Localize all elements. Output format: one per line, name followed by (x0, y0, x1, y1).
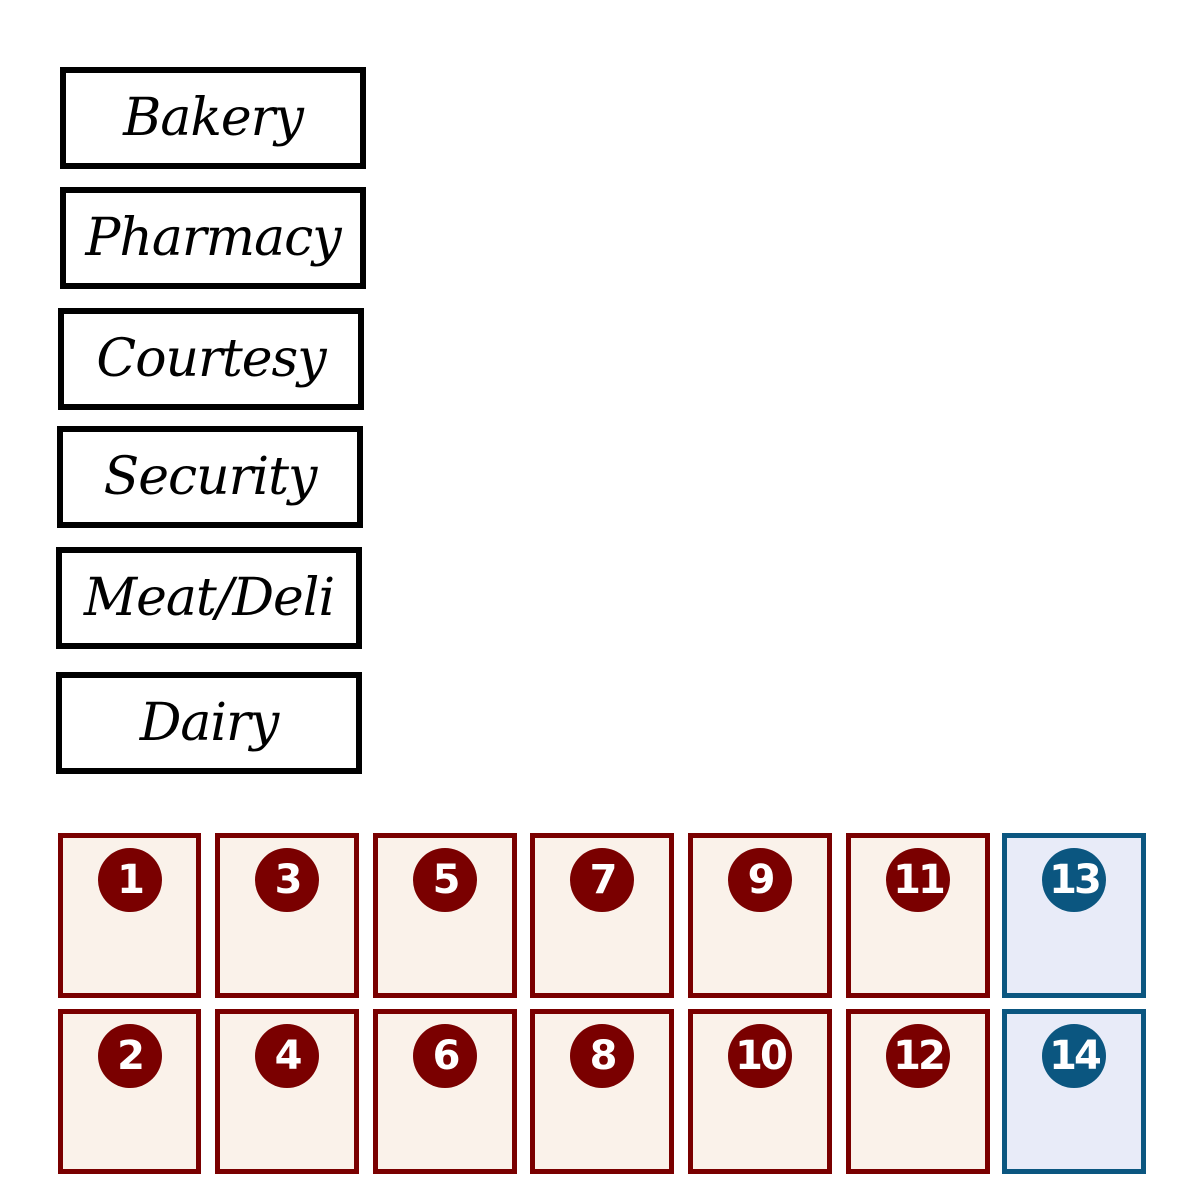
lane-number-badge: 5 (413, 848, 477, 912)
lane-number-badge: 3 (255, 848, 319, 912)
lane-number-badge: 11 (886, 848, 950, 912)
checkout-lane-10[interactable]: 10 (688, 1009, 832, 1174)
checkout-lane-14[interactable]: 14 (1002, 1009, 1146, 1174)
lane-number-badge: 7 (570, 848, 634, 912)
dept-sign-bakery[interactable]: Bakery (60, 67, 366, 169)
dept-sign-pharmacy[interactable]: Pharmacy (60, 187, 366, 289)
lane-number-badge: 9 (728, 848, 792, 912)
lane-number-badge: 4 (255, 1024, 319, 1088)
checkout-lane-11[interactable]: 11 (846, 833, 990, 998)
lane-number-badge: 8 (570, 1024, 634, 1088)
dept-label: Pharmacy (85, 208, 341, 268)
dept-sign-dairy[interactable]: Dairy (56, 672, 362, 774)
checkout-lane-6[interactable]: 6 (373, 1009, 517, 1174)
dept-label: Dairy (139, 693, 280, 753)
checkout-lane-12[interactable]: 12 (846, 1009, 990, 1174)
dept-sign-meat-deli[interactable]: Meat/Deli (56, 547, 362, 649)
dept-sign-security[interactable]: Security (57, 426, 363, 528)
lane-number-badge: 2 (97, 1024, 162, 1088)
dept-label: Security (103, 447, 318, 507)
dept-label: Courtesy (96, 329, 326, 389)
dept-sign-courtesy[interactable]: Courtesy (58, 308, 364, 410)
lane-number-badge: 6 (413, 1024, 477, 1088)
checkout-lane-4[interactable]: 4 (215, 1009, 359, 1174)
checkout-lane-3[interactable]: 3 (215, 833, 359, 998)
checkout-lane-13[interactable]: 13 (1002, 833, 1146, 998)
checkout-lane-1[interactable]: 1 (58, 833, 201, 998)
lane-number-badge: 1 (97, 848, 162, 912)
lane-number-badge: 10 (728, 1024, 792, 1088)
lane-number-badge: 13 (1042, 848, 1106, 912)
dept-label: Meat/Deli (83, 568, 335, 628)
checkout-lane-5[interactable]: 5 (373, 833, 517, 998)
checkout-lane-9[interactable]: 9 (688, 833, 832, 998)
checkout-lane-8[interactable]: 8 (530, 1009, 674, 1174)
dept-label: Bakery (123, 88, 304, 148)
checkout-lane-2[interactable]: 2 (58, 1009, 201, 1174)
checkout-lane-7[interactable]: 7 (530, 833, 674, 998)
lane-number-badge: 12 (886, 1024, 950, 1088)
lane-number-badge: 14 (1042, 1024, 1106, 1088)
